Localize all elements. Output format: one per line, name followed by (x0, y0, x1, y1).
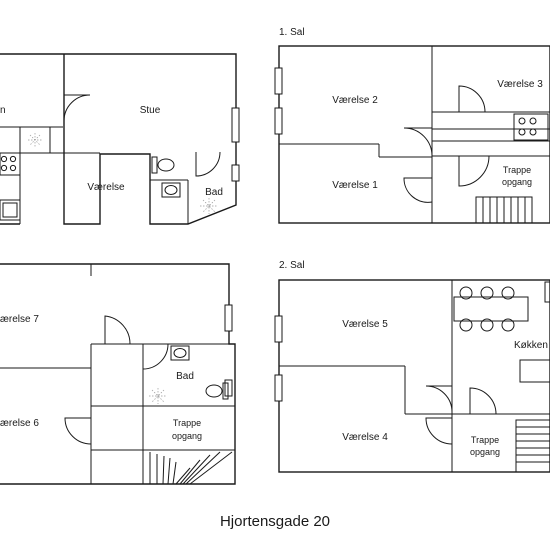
room-label: Trappe (173, 418, 201, 428)
room-label: Værelse 5 (342, 319, 388, 330)
room-label: Stue (140, 105, 161, 116)
spot-icon (200, 198, 218, 214)
stairs-icon (475, 196, 533, 224)
door-icon (425, 385, 453, 413)
stove-icon (0, 152, 21, 176)
spot-icon (28, 133, 42, 147)
sink-icon (0, 199, 21, 221)
room-label: ærelse 7 (0, 314, 39, 325)
door-icon (469, 387, 497, 415)
door-icon (458, 85, 486, 113)
floor-plan-second: 2. Sal (274, 260, 550, 473)
room-label: Værelse 1 (332, 180, 378, 191)
room-label: Værelse 4 (342, 432, 388, 443)
toilet-icon (151, 156, 175, 174)
room-label: opgang (172, 431, 202, 441)
counter-icon (544, 281, 550, 303)
window-icon (224, 304, 233, 332)
dining-table-icon (453, 286, 529, 332)
floor-plan-first: 1. Sal Vær (274, 27, 550, 224)
floor-plan-ground: n Stue Værelse Bad (0, 53, 240, 225)
door-icon (63, 94, 91, 122)
door-icon (403, 127, 433, 157)
floor-label: 1. Sal (279, 27, 305, 38)
room-label: opgang (502, 177, 532, 187)
window-icon (231, 164, 240, 182)
window-icon (274, 67, 283, 95)
stairs-icon (515, 419, 550, 473)
spot-icon (149, 388, 167, 404)
door-icon (425, 417, 453, 445)
room-label: Værelse 3 (497, 79, 543, 90)
kitchen-island-icon (519, 359, 550, 383)
room-label: Værelse 2 (332, 95, 378, 106)
room-label: Trappe (503, 165, 531, 175)
room-label: Bad (176, 371, 194, 382)
window-icon (274, 315, 283, 343)
room-label: Trappe (471, 435, 499, 445)
room-label: opgang (470, 447, 500, 457)
basin-icon (170, 345, 190, 361)
window-icon (274, 107, 283, 135)
door-icon (64, 417, 92, 445)
floor-plan-basement: ærelse 7 ærelse 6 Bad Trappe opgang (0, 263, 236, 485)
room-label: n (0, 105, 6, 116)
room-label: ærelse 6 (0, 418, 39, 429)
room-label: Værelse (87, 182, 125, 193)
address-title: Hjortensgade 20 (220, 513, 330, 530)
door-icon (104, 315, 131, 345)
room-label: Bad (205, 187, 223, 198)
door-icon (458, 155, 490, 187)
door-icon (142, 343, 169, 370)
door-icon (195, 151, 221, 177)
toilet-icon (205, 382, 229, 400)
basin-icon (161, 182, 181, 198)
room-label: Køkken (514, 340, 548, 351)
stove-icon (513, 113, 549, 141)
floor-label: 2. Sal (279, 260, 305, 271)
door-icon (403, 177, 433, 203)
window-icon (274, 374, 283, 402)
window-icon (231, 107, 240, 143)
stairs-icon (142, 450, 233, 485)
